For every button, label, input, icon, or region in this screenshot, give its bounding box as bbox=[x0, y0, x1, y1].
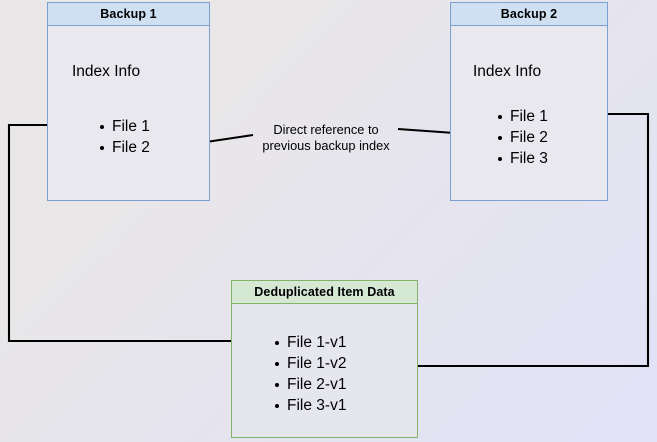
dedup-title-text: Deduplicated Item Data bbox=[254, 285, 395, 299]
deduplicated-item-data-box[interactable]: Deduplicated Item Data File 1-v1 File 1-… bbox=[231, 280, 418, 438]
backup-1-file-1: File 2 bbox=[112, 139, 150, 156]
backup-1-title: Backup 1 bbox=[48, 3, 209, 26]
backup-2-file-1: File 2 bbox=[510, 129, 548, 146]
dedup-file-2: File 2-v1 bbox=[287, 376, 347, 393]
dedup-file-0: File 1-v1 bbox=[287, 334, 347, 351]
list-item: File 2 bbox=[496, 127, 548, 148]
list-item: File 2 bbox=[98, 137, 150, 158]
dedup-file-3: File 3-v1 bbox=[287, 397, 347, 414]
list-item: File 1 bbox=[98, 116, 150, 137]
dedup-file-1: File 1-v2 bbox=[287, 355, 347, 372]
dedup-title: Deduplicated Item Data bbox=[232, 281, 417, 304]
backup-1-file-0: File 1 bbox=[112, 118, 150, 135]
backup-2-file-2: File 3 bbox=[510, 150, 548, 167]
dedup-file-list: File 1-v1 File 1-v2 File 2-v1 File 3-v1 bbox=[273, 332, 346, 416]
backup-2-body: Index Info File 1 File 2 File 3 bbox=[451, 26, 607, 200]
list-item: File 3 bbox=[496, 148, 548, 169]
backup-2-title-text: Backup 2 bbox=[500, 7, 558, 21]
backup-2-file-0: File 1 bbox=[510, 108, 548, 125]
backup-2-index-info-label: Index Info bbox=[473, 63, 542, 80]
backup-1-body: Index Info File 1 File 2 bbox=[48, 26, 209, 200]
dedup-body: File 1-v1 File 1-v2 File 2-v1 File 3-v1 bbox=[232, 304, 417, 437]
backup-1-title-text: Backup 1 bbox=[100, 7, 157, 21]
list-item: File 1-v1 bbox=[273, 332, 346, 353]
list-item: File 1-v2 bbox=[273, 353, 346, 374]
direct-reference-note: Direct reference to previous backup inde… bbox=[262, 122, 390, 153]
backup-2-title: Backup 2 bbox=[451, 3, 607, 26]
backup-1-box[interactable]: Backup 1 Index Info File 1 File 2 bbox=[47, 2, 210, 201]
list-item: File 1 bbox=[496, 106, 548, 127]
list-item: File 3-v1 bbox=[273, 395, 346, 416]
backup-2-file-list: File 1 File 2 File 3 bbox=[496, 106, 548, 169]
backup-1-file-list: File 1 File 2 bbox=[98, 116, 150, 158]
backup-2-box[interactable]: Backup 2 Index Info File 1 File 2 File 3 bbox=[450, 2, 608, 201]
backup-1-index-info-label: Index Info bbox=[72, 63, 141, 80]
list-item: File 2-v1 bbox=[273, 374, 346, 395]
